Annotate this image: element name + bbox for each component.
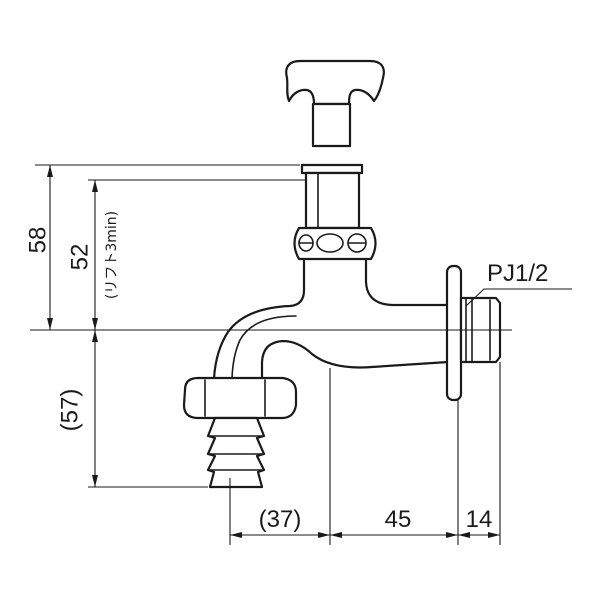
arrow-58-top: [47, 165, 53, 177]
arrow-14-right: [488, 532, 500, 538]
dim-label-57: (57): [57, 389, 84, 432]
handle: [285, 59, 385, 106]
dim-label-45: 45: [385, 506, 412, 533]
arrow-45-left: [330, 532, 342, 538]
arrow-57-bottom: [92, 475, 98, 487]
arrow-14-left: [458, 532, 470, 538]
body-belly-edge: [260, 339, 450, 380]
body-upper-cylinder: [304, 171, 361, 230]
thread-label: PJ1/2: [487, 260, 548, 287]
faucet: [182, 59, 502, 489]
wall-flange: [445, 264, 463, 402]
spout-outer-edge: [212, 257, 306, 380]
arrow-37-right: [318, 532, 330, 538]
spout-nut: [182, 376, 298, 420]
arrow-58-bottom: [47, 318, 53, 330]
body-top-rim: [300, 163, 364, 175]
spout-highlight: [231, 315, 297, 379]
arrow-52-bottom: [92, 318, 98, 330]
handle-stem: [311, 102, 352, 148]
dimension-lines: [47, 165, 572, 538]
hose-barb: [206, 416, 266, 489]
dim-label-37: (37): [259, 506, 302, 533]
lift-note: (リフト3min): [104, 211, 120, 299]
arrow-52-top: [92, 180, 98, 192]
dim-label-14: 14: [466, 506, 493, 533]
dim-label-52: 52: [67, 244, 94, 271]
thread-leader-line: [465, 288, 572, 307]
dimension-labels: PJ1/2 58 52 (リフト3min) (57) (37) 45 14: [25, 211, 549, 533]
extension-lines: [30, 164, 512, 545]
arrow-57-top: [92, 330, 98, 342]
arrow-37-left: [230, 532, 242, 538]
body-arm-top: [364, 257, 450, 307]
dim-label-58: 58: [25, 227, 52, 254]
arrow-45-right: [446, 532, 458, 538]
ring-hole-center: [316, 233, 344, 253]
